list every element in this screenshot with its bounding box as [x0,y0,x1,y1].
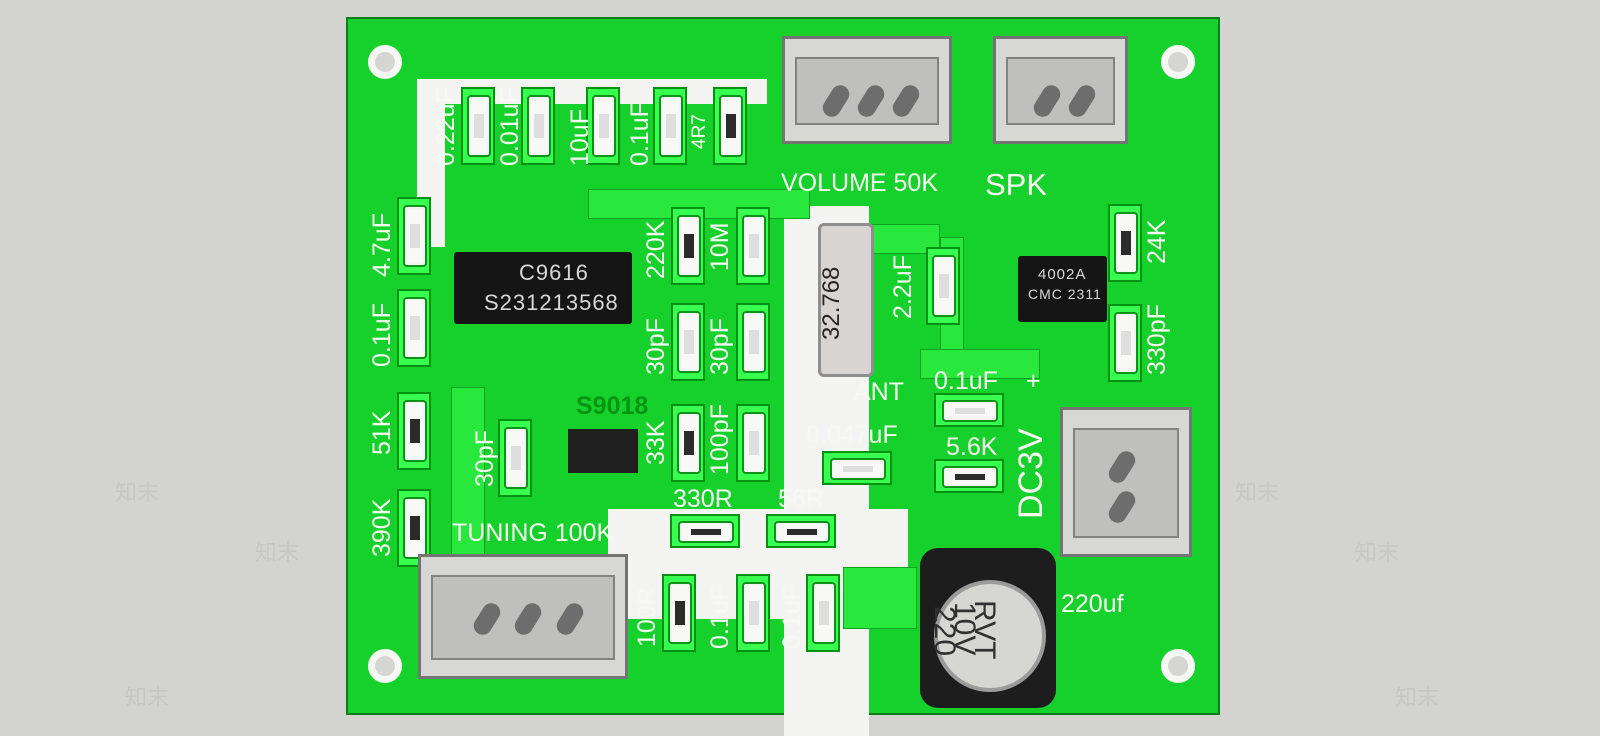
component-pad [586,87,620,165]
crystal-label: 32.768 [818,266,845,340]
c9616-chip: C9616 S231213568 [454,252,632,324]
part-label: 0.1uF [934,367,998,395]
trace [451,387,485,559]
part-label: 0.1uF [706,585,734,649]
watermark: 知末 [125,686,170,711]
component-pad [671,404,705,482]
component-pad [662,574,696,652]
mounting-hole [1161,649,1195,683]
opamp-line-2: CMC 2311 [1028,286,1102,302]
pcb-board: 0.22uF 0.01uF 10uF 0.1uF 4R7 VOLUME 50K … [346,17,1220,736]
part-label: 10uF [566,109,594,166]
component-pad [1108,304,1142,382]
part-label: 30pF [642,318,670,375]
part-label: SPK [985,167,1048,202]
part-label: ANT [854,378,904,406]
dc3v-connector [1060,407,1192,557]
part-label: 33K [642,420,670,465]
component-pad [671,207,705,285]
part-label: 30pF [706,318,734,375]
capacitor-value: 220 [928,606,961,657]
trace [843,567,917,629]
component-pad [670,514,740,548]
mounting-hole [368,649,402,683]
part-label: 10M [706,222,734,271]
component-pad [397,392,431,470]
mounting-hole [1161,45,1195,79]
volume-connector [782,36,952,144]
part-label: 330R [673,485,733,513]
part-label: TUNING 100K [452,519,614,547]
part-label: 0.01uF [496,88,524,166]
part-label: 100pF [706,404,734,475]
watermark: 知末 [115,481,160,506]
part-label: VOLUME 50K [781,169,939,197]
watermark: 知末 [255,541,300,566]
opamp-chip: 4002A CMC 2311 [1018,256,1107,322]
component-pad [461,87,495,165]
speaker-connector [993,36,1128,144]
part-label: 100R [633,587,661,647]
electrolytic-capacitor: RVT 10V 220 [920,548,1056,708]
part-label: 0.1uF [626,102,654,166]
component-pad [822,451,892,485]
part-label: 330pF [1143,304,1171,375]
chip-line-2: S231213568 [484,290,619,315]
component-pad [713,87,747,165]
mounting-hole [368,45,402,79]
tuning-connector [418,554,628,679]
part-label: 56R [778,485,824,513]
s9018-transistor [568,429,638,473]
part-label: 5.6K [946,433,998,461]
component-pad [766,514,836,548]
part-label: + [1026,367,1041,395]
part-label: S9018 [576,392,649,420]
component-pad [1108,204,1142,282]
part-label: 0.1uF [368,303,396,367]
crystal-oscillator [818,223,874,377]
component-pad [498,419,532,497]
component-pad [671,303,705,381]
component-pad [806,574,840,652]
component-pad [397,489,431,567]
part-label: DC3V [1012,428,1050,519]
component-pad [397,289,431,367]
component-pad [397,197,431,275]
component-pad [736,303,770,381]
component-pad [736,404,770,482]
part-label: 390K [368,498,396,557]
component-pad [934,393,1004,427]
watermark: 知末 [1355,541,1400,566]
component-pad [934,459,1004,493]
part-label: 4R7 [689,114,710,149]
part-label: 30pF [471,430,499,487]
part-label: 24K [1143,219,1171,264]
part-label: 2.2uF [889,255,917,319]
watermark: 知末 [1395,686,1440,711]
component-pad [653,87,687,165]
part-label: 51K [368,410,396,455]
component-pad [926,247,960,325]
chip-line-1: C9616 [519,260,589,285]
component-pad [736,207,770,285]
part-label: 220K [642,220,670,279]
opamp-line-1: 4002A [1038,266,1087,283]
part-label: 0.22uF [432,88,460,166]
component-pad [736,574,770,652]
trace [920,349,1040,379]
part-label: 4.7uF [368,213,396,277]
component-pad [521,87,555,165]
part-label: 0.047uF [806,421,898,449]
part-label: 220uf [1061,590,1124,618]
watermark: 知末 [1235,481,1280,506]
part-label: 0.1uF [778,585,806,649]
